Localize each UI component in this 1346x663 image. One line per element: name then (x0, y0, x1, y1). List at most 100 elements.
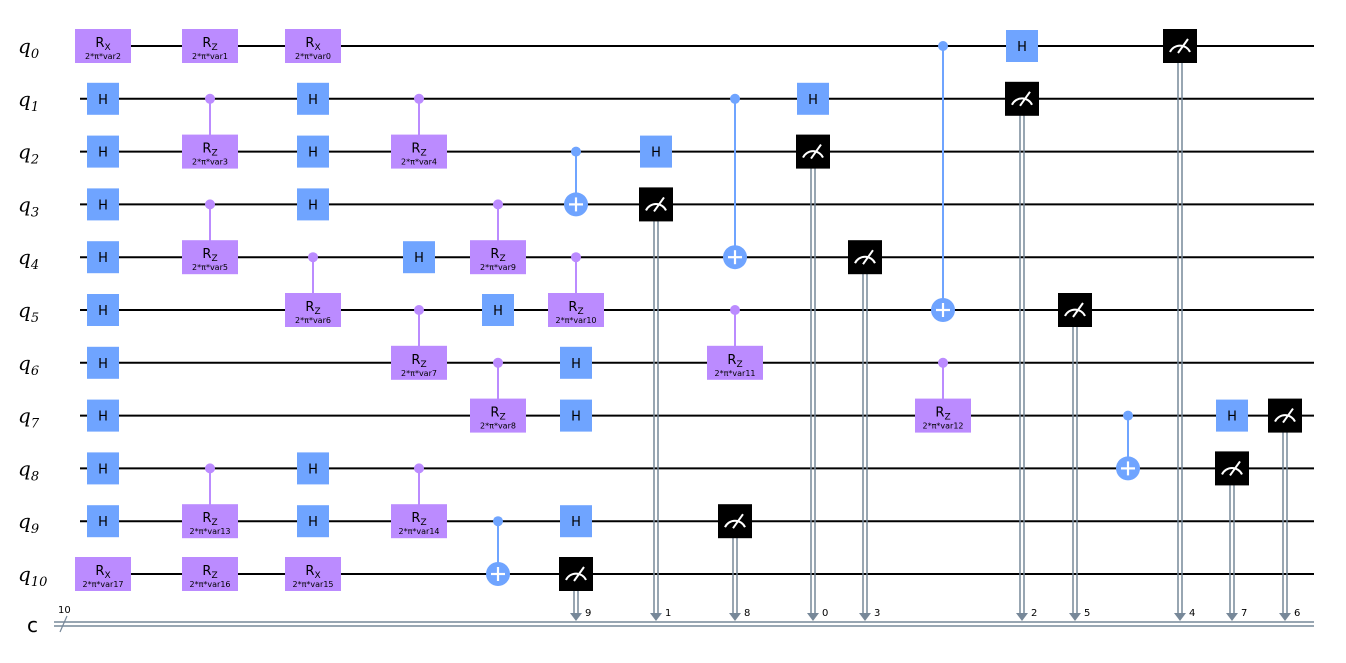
register-width-slash (59, 615, 68, 633)
h-gate-label: H (493, 304, 503, 319)
rz-gate: RZ2*π*var6 (285, 293, 341, 327)
h-gate-box (87, 82, 119, 115)
rotation-gate-label: RZ (411, 353, 426, 370)
cnot-target (723, 245, 747, 270)
rotation-gate-box (182, 29, 238, 63)
rz-gate: RZ2*π*var4 (391, 134, 447, 169)
rotation-gate-label: RZ (202, 142, 217, 159)
rotation-gate-box (182, 557, 238, 591)
rz-gate: RZ2*π*var12 (915, 398, 971, 433)
h-gate-box (1216, 399, 1248, 432)
h-gate-box (87, 241, 119, 274)
wires-layer (54, 45, 1314, 633)
rotation-gate-label: RZ (305, 300, 320, 317)
qubit-label-9: q9 (18, 509, 39, 537)
rotation-gate-label: RZ (490, 247, 505, 264)
rotation-gate-param: 2*π*var3 (192, 158, 228, 167)
meter-needle-icon (1072, 302, 1084, 318)
h-gate-label: H (308, 146, 318, 161)
cnot-target (486, 562, 510, 586)
rotation-gate-param: 2*π*var0 (295, 52, 331, 61)
classical-bit-label: 6 (1294, 608, 1300, 619)
h-gate-label: H (98, 304, 108, 319)
qubit-label-6: q6 (18, 351, 39, 379)
h-gate: H (797, 82, 829, 115)
h-gate-box (87, 452, 119, 485)
rotation-gate-label: RZ (202, 511, 217, 528)
measure-arrowhead (1069, 613, 1081, 621)
meter-needle-icon (573, 566, 585, 582)
rotation-gate-label: RZ (935, 406, 950, 423)
measure-arrowhead (859, 613, 871, 621)
rz-gate: RZ2*π*var7 (391, 345, 447, 380)
rotation-gate-label: RZ (490, 406, 505, 423)
rz-gate: RZ2*π*var10 (548, 293, 604, 327)
h-gate: H (1006, 30, 1038, 62)
meter-arc-icon (724, 519, 746, 528)
classical-bit-label: 3 (874, 608, 880, 619)
control-dot (571, 146, 581, 157)
rotation-gate-label: RZ (727, 353, 742, 370)
meter-needle-icon (1019, 91, 1031, 107)
classical-bit-label: 4 (1189, 608, 1195, 619)
qubit-label-5: q5 (18, 298, 39, 326)
rotation-gate-param: 2*π*var14 (398, 527, 439, 536)
rx-gate: RX2*π*var15 (285, 557, 341, 591)
h-gate-label: H (98, 357, 108, 372)
h-gate: H (640, 135, 672, 168)
meter-arc-icon (645, 202, 667, 211)
h-gate-label: H (308, 93, 318, 108)
meter-arc-icon (854, 255, 876, 264)
h-gate-label: H (414, 251, 424, 266)
gates-layer: RX2*π*var2HHHHHHHHHRX2*π*var17RZ2*π*var1… (75, 29, 1302, 621)
rotation-gate-box (182, 240, 238, 275)
rotation-gate-box (285, 29, 341, 63)
classical-bit-label: 7 (1241, 608, 1247, 619)
h-gate-box (560, 346, 592, 379)
meter-arc-icon (1064, 308, 1086, 317)
measure-arrowhead (1279, 613, 1291, 621)
rz-gate: RZ2*π*var16 (182, 557, 238, 591)
meter-needle-icon (1177, 38, 1189, 54)
h-gate: H (87, 294, 119, 326)
cnot-target (564, 192, 588, 217)
rotation-gate-label: RX (95, 564, 110, 581)
rotation-gate-param: 2*π*var16 (189, 580, 230, 589)
classical-bit-label: 9 (585, 608, 591, 619)
qubit-label-4: q4 (18, 245, 39, 273)
rotation-gate-label: RX (95, 36, 110, 53)
rotation-gate-param: 2*π*var10 (555, 316, 596, 325)
h-gate: H (87, 188, 119, 221)
rz-gate: RZ2*π*var8 (470, 398, 526, 433)
classical-bit-label: 1 (665, 608, 671, 619)
rz-gate: RZ2*π*var1 (182, 29, 238, 63)
rotation-gate-label: RX (305, 36, 320, 53)
measure-gate: 6 (1268, 398, 1302, 621)
rotation-gate-param: 2*π*var6 (295, 316, 331, 325)
cnot-target (1116, 456, 1140, 481)
rz-gate: RZ2*π*var5 (182, 240, 238, 275)
h-gate-label: H (308, 198, 318, 213)
h-gate-label: H (808, 93, 818, 108)
rz-gate: RZ2*π*var11 (707, 345, 763, 380)
h-gate: H (1216, 399, 1248, 432)
h-gate-box (560, 399, 592, 432)
meter-arc-icon (565, 572, 587, 581)
rotation-gate-box (391, 345, 447, 380)
meter-arc-icon (1221, 466, 1243, 475)
h-gate: H (297, 135, 329, 168)
meter-arc-icon (1011, 97, 1033, 106)
control-dot (493, 199, 503, 210)
h-gate-box (297, 505, 329, 538)
control-dot (414, 463, 424, 474)
rotation-gate-box (470, 240, 526, 275)
measure-gate: 7 (1215, 451, 1249, 621)
control-dot (571, 252, 581, 263)
measure-arrowhead (570, 613, 582, 621)
rotation-gate-param: 2*π*var15 (292, 580, 333, 589)
rotation-gate-param: 2*π*var1 (192, 52, 228, 61)
rotation-gate-param: 2*π*var8 (480, 422, 516, 431)
h-gate-box (560, 505, 592, 538)
rotation-gate-box (707, 345, 763, 380)
h-gate: H (87, 241, 119, 274)
